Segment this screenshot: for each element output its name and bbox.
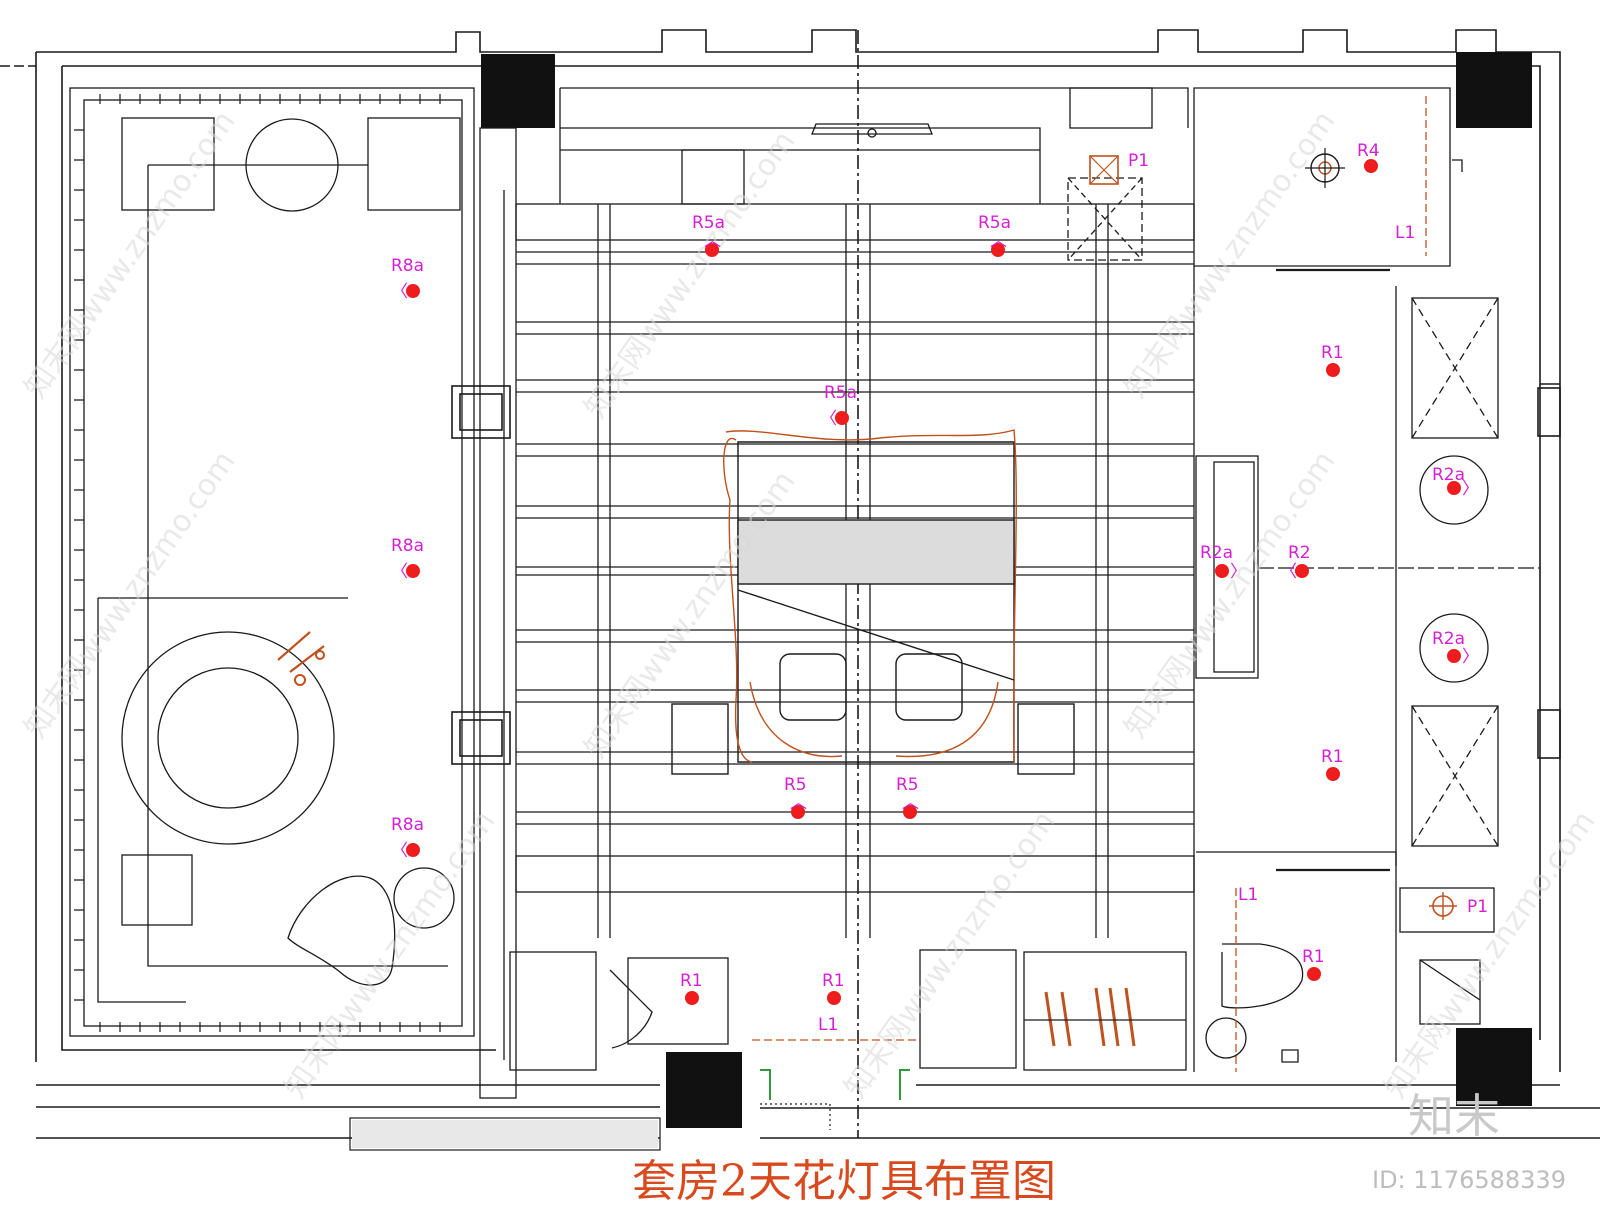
fixture-label: R1	[1302, 947, 1325, 967]
watermark-text: 知末网www.znzmo.com	[838, 805, 1063, 1105]
watermark-text: 知末网www.znzmo.com	[1118, 445, 1343, 745]
fixture-direction: ︿	[704, 231, 721, 251]
fixture-r1: R1	[822, 971, 845, 1005]
downlight-r4-symbol	[1305, 148, 1345, 188]
fixture-r8a: R8a 〈	[391, 815, 424, 861]
living-area	[69, 87, 475, 1037]
image-id: ID: 1176588339	[1372, 1166, 1566, 1194]
fixture-label: R2a	[1200, 543, 1233, 563]
line-labels: L1 L1 L1	[818, 223, 1415, 1035]
fixture-direction: 〈	[391, 282, 408, 302]
fixture-label: R8a	[391, 536, 424, 556]
bed	[671, 429, 1075, 775]
fixture-r5a: R5a 〈	[820, 383, 857, 429]
fixture-r1: R1	[1302, 947, 1325, 981]
line-label-l1: L1	[1238, 885, 1258, 905]
fixture-r5a: R5a ︿	[978, 213, 1011, 257]
fixture-r8a: R8a 〈	[391, 536, 424, 582]
drawing-title: 套房2天花灯具布置图	[632, 1156, 1056, 1207]
column	[1456, 1028, 1532, 1106]
fixture-r2: R2 〈	[1280, 543, 1311, 582]
fixture-r2a: R2a 〉	[1432, 465, 1479, 499]
fixture-r5: R5 ︿	[784, 775, 807, 819]
fixture-p1: P1	[1089, 151, 1149, 185]
fixture-r1: R1	[1321, 747, 1344, 781]
watermark-text: 知末网www.znzmo.com	[578, 465, 803, 765]
fixture-p1: P1	[1429, 892, 1488, 920]
fixture-direction: ︿	[790, 793, 807, 813]
fixture-direction: 〈	[391, 841, 408, 861]
column	[666, 1052, 742, 1128]
watermark-text: 知末网www.znzmo.com	[18, 445, 243, 745]
fixture-label: R1	[1321, 343, 1344, 363]
column	[1456, 52, 1532, 128]
fixture-label: R1	[822, 971, 845, 991]
fixture-label: R4	[1357, 141, 1380, 161]
fixture-direction: ︿	[902, 793, 919, 813]
fixture-r1: R1	[680, 971, 703, 1005]
light-fixtures: R8a 〈 R8a 〈 R8a 〈 R5a ︿ R5a ︿ R5a 〈	[391, 141, 1488, 1005]
fixture-r4: R4	[1357, 141, 1380, 173]
fixture-label: R1	[1321, 747, 1344, 767]
structural-columns	[481, 52, 1532, 1128]
fixture-direction: 〈	[820, 409, 837, 429]
column	[481, 54, 555, 128]
fixture-label: P1	[1128, 151, 1149, 171]
fixture-label: R2a	[1432, 465, 1465, 485]
watermark-text: 知末网www.znzmo.com	[18, 105, 243, 405]
watermarks: 知末网www.znzmo.com 知末网www.znzmo.com 知末网www…	[18, 105, 1600, 1105]
fixture-label: R8a	[391, 256, 424, 276]
fixture-label: R5	[896, 775, 919, 795]
fixture-direction: 〉	[1462, 479, 1479, 499]
fixture-label: R5	[784, 775, 807, 795]
line-label-l1: L1	[1395, 223, 1415, 243]
exterior-planting	[349, 1103, 831, 1151]
fixture-r5a: R5a ︿	[692, 213, 725, 257]
fixture-label: R8a	[391, 815, 424, 835]
fixture-direction: 〈	[391, 562, 408, 582]
fixture-r2a: R2a 〉	[1200, 543, 1247, 582]
fixture-r8a: R8a 〈	[391, 256, 424, 302]
fixture-r5: R5 ︿	[896, 775, 919, 819]
fixture-label: R5a	[692, 213, 725, 233]
fixture-label: P1	[1467, 897, 1488, 917]
fixture-label: R2a	[1432, 629, 1465, 649]
building-outline	[0, 29, 1600, 1139]
fixture-direction: 〉	[1462, 647, 1479, 667]
fixture-r1: R1	[1321, 343, 1344, 377]
fixture-r2a: R2a 〉	[1432, 629, 1479, 667]
fixture-direction: ︿	[990, 231, 1007, 251]
bedroom-ceiling-grid	[479, 87, 1195, 1099]
fixture-label: R1	[680, 971, 703, 991]
right-rooms	[509, 87, 1540, 1100]
brand-logo-text: 知末	[1408, 1089, 1500, 1143]
fixture-label: R2	[1288, 543, 1311, 563]
fixture-direction: 〈	[1280, 562, 1297, 582]
watermark-text: 知末网www.znzmo.com	[1118, 105, 1343, 405]
fixture-label: R5a	[824, 383, 857, 403]
line-label-l1: L1	[818, 1015, 838, 1035]
fixture-direction: 〉	[1230, 562, 1247, 582]
fixture-label: R5a	[978, 213, 1011, 233]
